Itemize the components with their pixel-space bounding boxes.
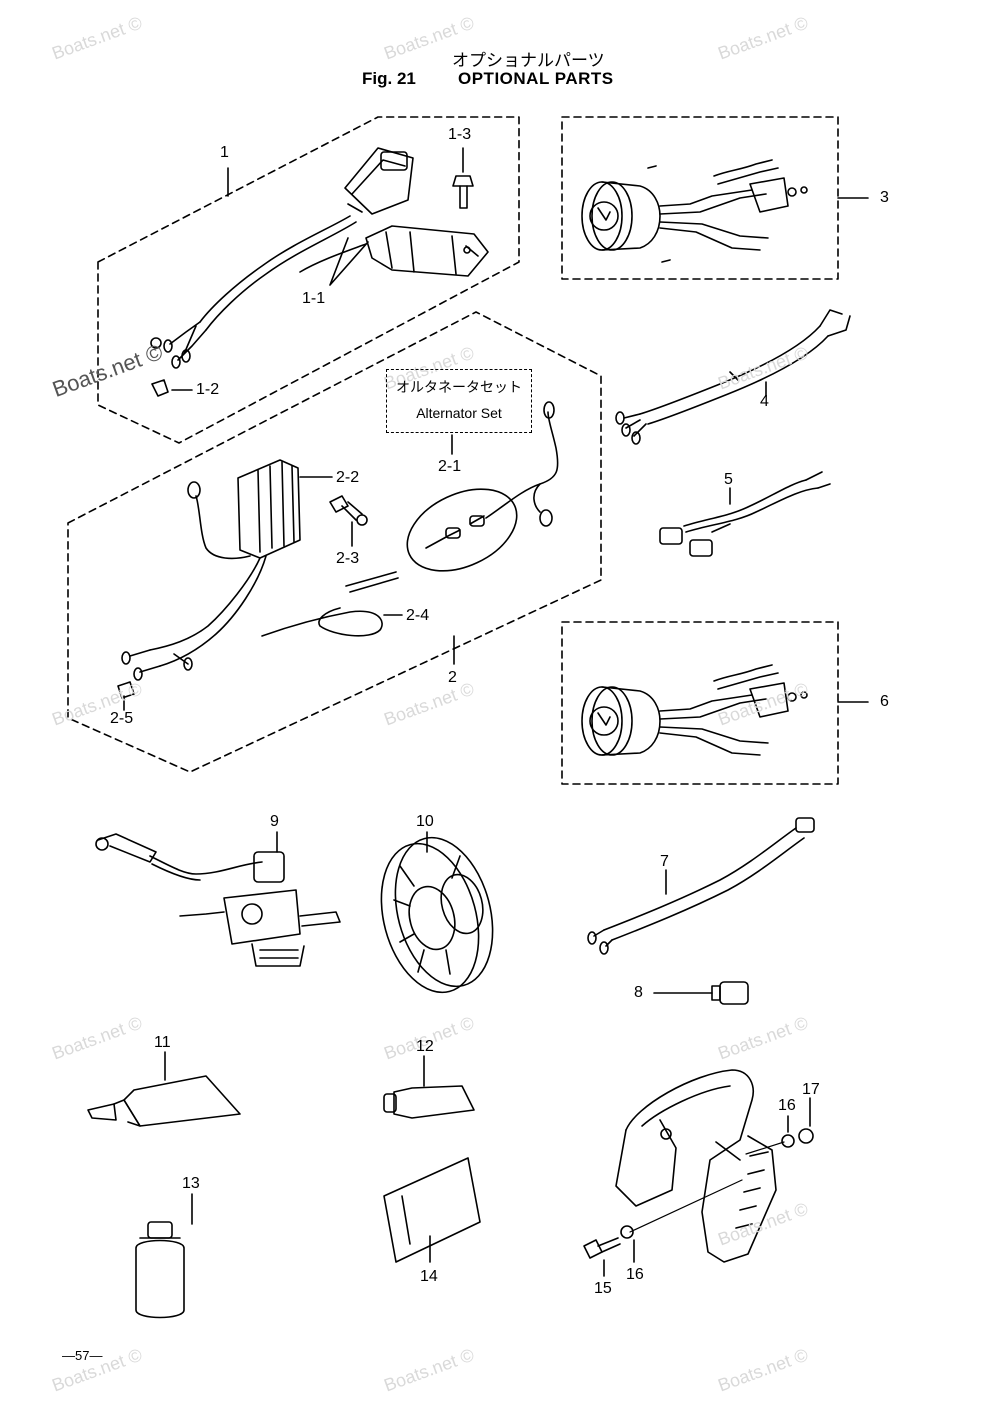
bolt-2-3 [329,495,368,526]
callout-1-1: 1-1 [302,290,326,307]
lighting-coil-part [150,147,489,369]
leader-1-1 [329,237,369,286]
cap-2-5 [117,681,135,699]
callout-16a: 16 [626,1266,644,1283]
group-1-outline [97,116,520,444]
callout-8: 8 [634,984,643,1001]
callout-2-4: 2-4 [406,607,430,624]
callout-1-3: 1-3 [448,126,472,143]
figure-number: Fig. 21 [362,69,416,88]
alternator-cable-2-1 [406,401,559,572]
callout-14: 14 [420,1268,438,1285]
plug-8 [711,981,749,1005]
callout-7: 7 [660,853,669,870]
callout-5: 5 [724,471,733,488]
callout-3: 3 [880,189,889,206]
bolt-15 [583,1237,621,1259]
callout-2-1: 2-1 [438,458,462,475]
callout-15: 15 [594,1280,612,1297]
bottle-13 [135,1221,185,1319]
wire-2-4 [261,571,399,637]
alternator-set-japanese: オルタネータセット [396,380,522,396]
title-japanese: オプショナルパーツ [452,51,605,71]
callout-13: 13 [182,1175,200,1192]
bracket-assembly [615,1069,777,1263]
callout-2: 2 [448,669,457,686]
assembly-line-15 [629,1179,743,1233]
group-2-outline [67,311,602,773]
gauge-3 [581,159,808,263]
callout-2-5: 2-5 [110,710,134,727]
washer-16b [781,1134,795,1148]
callout-11: 11 [154,1034,171,1051]
nut-17 [798,1128,814,1144]
page-title: OPTIONAL PARTS [458,69,614,88]
group-3-outline [561,116,839,280]
flywheel-10 [380,836,494,994]
callout-10: 10 [416,813,434,830]
rectifier-part [121,459,301,681]
bolt-1-3 [452,175,474,209]
callout-1-2: 1-2 [196,381,220,398]
harness-5 [659,471,831,557]
callout-12: 12 [416,1038,434,1055]
callout-2-3: 2-3 [336,550,360,567]
alternator-set-label: Alternator Set [416,405,502,421]
harness-7 [587,817,815,955]
group-6-outline [561,621,839,785]
sheet-14 [383,1157,481,1263]
callout-16b: 16 [778,1097,796,1114]
switch-9 [95,833,341,967]
washer-16a [620,1225,634,1239]
callout-4: 4 [760,393,769,410]
page-number: —57— [62,1348,103,1363]
gauge-6 [581,664,808,756]
callout-17: 17 [802,1081,820,1098]
callout-9: 9 [270,813,279,830]
assembly-line-17 [745,1141,785,1155]
harness-4 [615,309,851,445]
callout-6: 6 [880,693,889,710]
callout-2-2: 2-2 [336,469,360,486]
tube-11 [87,1075,241,1127]
callout-1: 1 [220,144,229,161]
cap-1-2 [151,379,169,397]
tube-12 [383,1085,475,1119]
alternator-set-box: オルタネータセット Alternator Set [386,369,532,433]
